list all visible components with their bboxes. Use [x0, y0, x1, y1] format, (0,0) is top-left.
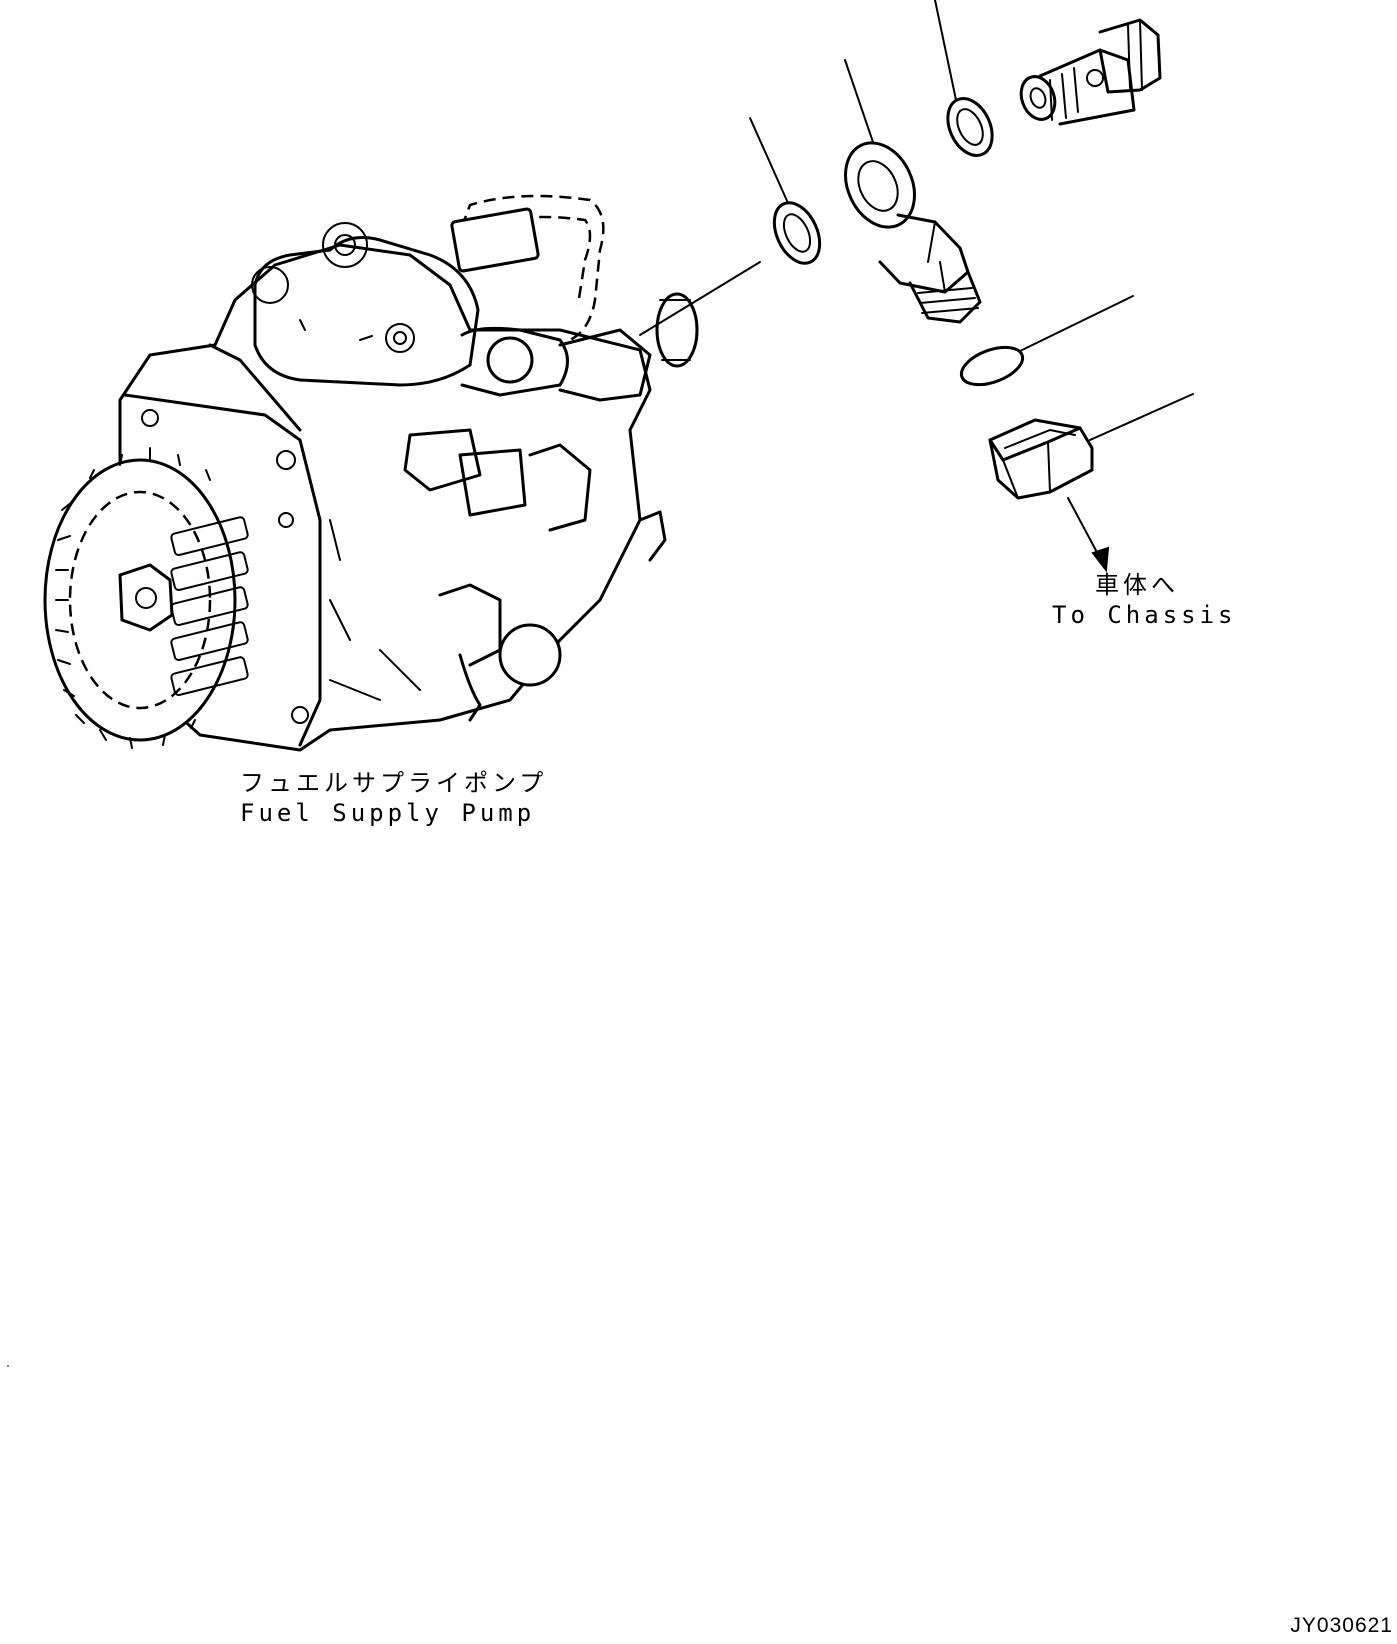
assembly-axis-line [639, 261, 761, 336]
pump-label-jp: フュエルサプライポンプ [240, 769, 548, 797]
pump-label: フュエルサプライポンプ Fuel Supply Pump [240, 768, 548, 828]
chassis-label-en: To Chassis [1052, 601, 1237, 629]
chassis-label: 車体へ To Chassis [1052, 570, 1237, 630]
o-ring [959, 295, 1134, 387]
banjo-bolt [1019, 18, 1162, 126]
washer-1 [749, 117, 822, 265]
fuel-supply-pump [43, 194, 699, 752]
pump-label-en: Fuel Supply Pump [240, 799, 536, 827]
drive-gear [43, 447, 249, 749]
to-chassis-arrow [1067, 497, 1110, 573]
document-id: JY030621 [1290, 1614, 1393, 1637]
chassis-label-jp: 車体へ [1095, 571, 1179, 599]
scan-dot [7, 1365, 9, 1367]
banjo-fitting [844, 59, 982, 324]
washer-2 [934, 0, 994, 157]
nut [988, 393, 1194, 500]
